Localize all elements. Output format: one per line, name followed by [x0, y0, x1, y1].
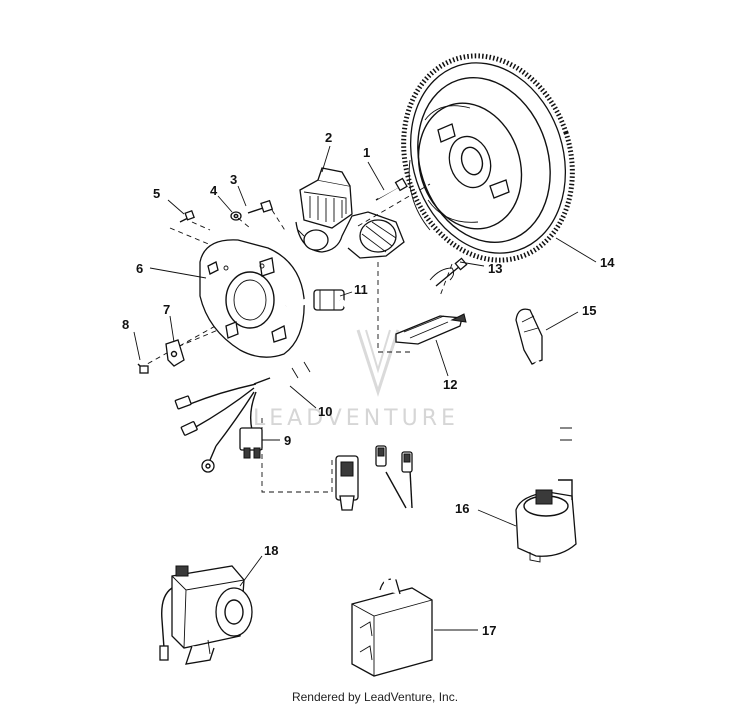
- callout-4: 4: [210, 183, 218, 198]
- pickup-coil: [395, 313, 467, 345]
- callout-12: 12: [443, 377, 457, 392]
- callout-7: 7: [163, 302, 170, 317]
- callout-6: 6: [136, 261, 143, 276]
- callout-3: 3: [230, 172, 237, 187]
- callout-labels: 1 2 3 4 5 6 7 8 9 10 11 12 13 14 15 16 1…: [122, 130, 615, 638]
- render-credit: Rendered by LeadVenture, Inc.: [291, 690, 459, 704]
- callout-8: 8: [122, 317, 129, 332]
- callout-2: 2: [325, 130, 332, 145]
- wire-harness: [174, 289, 353, 473]
- screw-8: [137, 363, 149, 374]
- cdi-unit: [335, 445, 433, 677]
- screw-5: [179, 209, 195, 223]
- ignition-coil: [515, 479, 577, 563]
- screw-13: [429, 257, 468, 287]
- starter-relay: [159, 565, 253, 665]
- callout-10: 10: [318, 404, 332, 419]
- screw-3: [247, 199, 274, 214]
- callout-15: 15: [582, 303, 596, 318]
- callout-18: 18: [264, 543, 278, 558]
- callout-5: 5: [153, 186, 160, 201]
- callout-1: 1: [363, 145, 370, 160]
- spark-plug-cap: [515, 308, 572, 481]
- stator-coil: [295, 167, 405, 259]
- callout-11: 11: [354, 282, 368, 297]
- callout-16: 16: [455, 501, 469, 516]
- callout-13: 13: [488, 261, 502, 276]
- wire-clamp: [165, 339, 185, 367]
- callout-17: 17: [482, 623, 496, 638]
- leadventure-watermark: LEADVENTURE: [253, 329, 459, 431]
- flywheel: [401, 53, 575, 263]
- callout-14: 14: [600, 255, 615, 270]
- stator-plate: [199, 239, 305, 358]
- callout-9: 9: [284, 433, 291, 448]
- watermark-text: LEADVENTURE: [253, 406, 459, 431]
- screw-1: [375, 177, 408, 201]
- leader-lines: [133, 145, 597, 631]
